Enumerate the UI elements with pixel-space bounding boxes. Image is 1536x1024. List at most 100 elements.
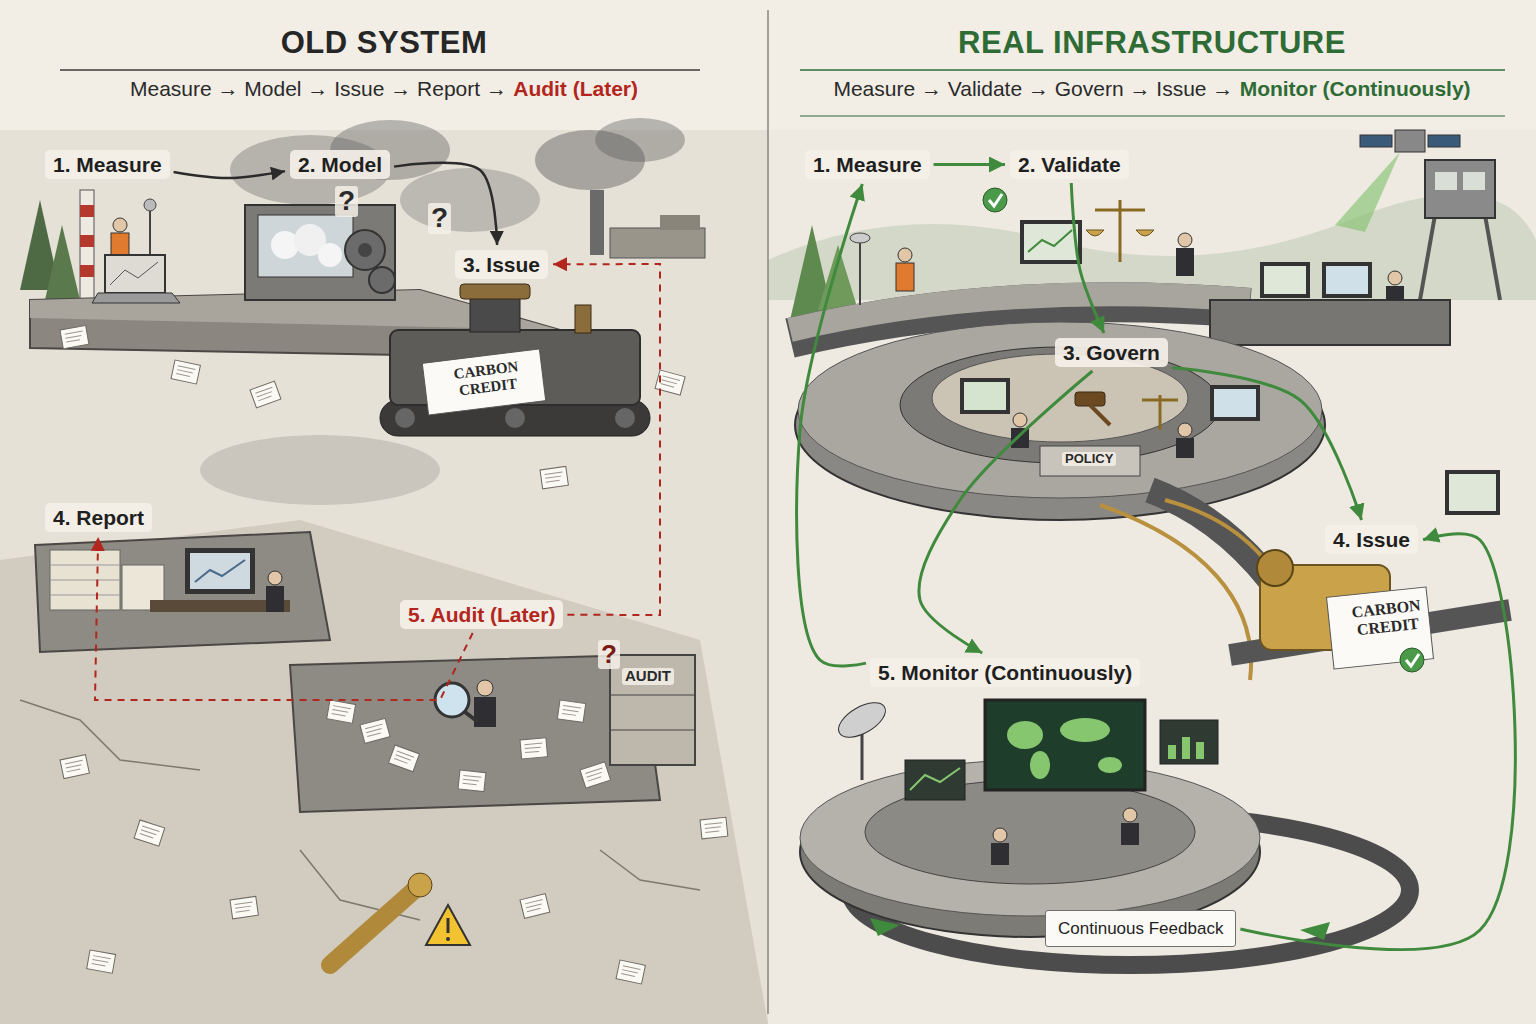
tree bbox=[818, 245, 858, 310]
govern-platform bbox=[795, 322, 1325, 520]
satellite bbox=[1428, 135, 1460, 147]
monitor-console bbox=[1007, 721, 1043, 749]
satellite bbox=[1360, 135, 1392, 147]
flow-final-step: Monitor (Continuously) bbox=[1240, 77, 1471, 100]
govern-platform bbox=[964, 382, 1006, 410]
model-machine bbox=[245, 205, 395, 300]
step-label: 3. Issue bbox=[455, 250, 548, 279]
panel: REAL INFRASTRUCTURE Measure → Validate → … bbox=[768, 0, 1536, 1024]
flow-summary: Measure → Validate → Govern → Issue → Mon… bbox=[833, 76, 1470, 102]
monitor-console bbox=[993, 828, 1007, 842]
issue-machine bbox=[1400, 648, 1424, 672]
monitor-console bbox=[1168, 745, 1176, 759]
watch-tower bbox=[1326, 266, 1368, 294]
model-machine bbox=[345, 230, 385, 270]
scattered-paper bbox=[540, 466, 568, 488]
step-text: 2. Model bbox=[298, 152, 382, 177]
watch-tower bbox=[1322, 262, 1372, 298]
stamp-machine bbox=[470, 298, 520, 332]
validate-station bbox=[1095, 209, 1145, 212]
sensor-worker bbox=[144, 199, 156, 211]
step-label: 2. Model bbox=[290, 150, 390, 179]
scattered-paper bbox=[60, 325, 89, 348]
watch-tower bbox=[1388, 271, 1402, 285]
watch-tower bbox=[1425, 160, 1495, 218]
govern-platform bbox=[798, 322, 1322, 498]
flow-steps: Measure → Validate → Govern → Issue → bbox=[833, 77, 1233, 100]
step-text: 4. Report bbox=[53, 505, 144, 530]
smog-cloud bbox=[400, 168, 540, 232]
issue-machine bbox=[1257, 470, 1500, 672]
scattered-paper bbox=[616, 960, 645, 984]
monitor-console bbox=[1196, 742, 1204, 759]
step-label: 1. Measure bbox=[805, 150, 930, 179]
issue-machine bbox=[1445, 470, 1500, 515]
factory-chimney bbox=[590, 190, 604, 255]
step-label: 4. Issue bbox=[1325, 525, 1418, 554]
step-text: 4. Issue bbox=[1333, 527, 1410, 552]
validate-station bbox=[983, 188, 1007, 212]
flow-arrow bbox=[174, 171, 285, 178]
step-label: 2. Validate bbox=[1010, 150, 1129, 179]
question-mark: ? bbox=[428, 203, 451, 234]
validate-station bbox=[1028, 230, 1072, 252]
laptop bbox=[110, 262, 158, 285]
validate-station bbox=[1086, 230, 1104, 236]
step-text: 3. Issue bbox=[463, 252, 540, 277]
audit-heap bbox=[477, 680, 493, 696]
scattered-paper bbox=[171, 360, 200, 384]
ground-wash bbox=[0, 130, 768, 1024]
step-label: 3. Govern bbox=[1055, 338, 1168, 367]
model-machine bbox=[258, 215, 353, 277]
flow-final-step: Audit (Later) bbox=[513, 77, 638, 100]
scattered-paper bbox=[520, 894, 550, 919]
panel-divider bbox=[60, 10, 1505, 1014]
panel-divider bbox=[800, 69, 1505, 71]
factory-chimney bbox=[80, 265, 94, 277]
govern-platform bbox=[1176, 438, 1194, 458]
scattered-paper bbox=[458, 770, 486, 792]
scattered-paper bbox=[60, 325, 728, 984]
flow-arrow bbox=[1240, 534, 1515, 950]
model-machine bbox=[318, 243, 342, 267]
step-text: 5. Audit (Later) bbox=[408, 602, 555, 627]
monitor-console bbox=[1160, 720, 1218, 764]
govern-platform bbox=[1040, 446, 1140, 476]
audit-heap bbox=[290, 655, 660, 812]
report-desk bbox=[185, 548, 255, 594]
stamp-machine bbox=[615, 408, 635, 428]
issue-machine bbox=[1257, 550, 1293, 586]
validate-station bbox=[1176, 248, 1194, 276]
measure-platform bbox=[896, 263, 914, 291]
validate-station bbox=[989, 194, 1002, 206]
factory-chimney bbox=[610, 228, 705, 258]
validate-station bbox=[1024, 224, 1078, 260]
measure-platform bbox=[859, 240, 861, 305]
scattered-paper bbox=[557, 700, 585, 722]
stamp-machine bbox=[505, 408, 525, 428]
scattered-paper bbox=[134, 820, 165, 846]
leaking-pipe bbox=[426, 905, 470, 945]
panel-heading: OLD SYSTEM bbox=[281, 24, 488, 62]
stamp-machine bbox=[460, 284, 530, 299]
cabinet-label: AUDIT bbox=[622, 668, 674, 685]
leaking-pipe bbox=[408, 873, 432, 897]
step-text: 2. Validate bbox=[1018, 152, 1121, 177]
flow-arrow bbox=[919, 371, 1093, 653]
sensor-worker bbox=[113, 218, 127, 232]
panel-divider bbox=[60, 69, 700, 71]
panel: OLD SYSTEMMeasure → Model → Issue → Repo… bbox=[0, 0, 768, 1024]
step-text: Continuous Feedback bbox=[1058, 916, 1223, 941]
factory-chimney bbox=[80, 235, 94, 247]
conveyor-rail bbox=[1100, 490, 1510, 680]
connector-group bbox=[95, 163, 1515, 950]
panel-heading: REAL INFRASTRUCTURE bbox=[958, 24, 1346, 62]
audit-heap bbox=[465, 712, 478, 722]
dashed-audit-arrow bbox=[553, 264, 660, 615]
report-desk bbox=[35, 532, 330, 652]
step-text: 5. Monitor (Continuously) bbox=[878, 660, 1132, 685]
govern-platform bbox=[1075, 392, 1105, 406]
issue-machine bbox=[1449, 474, 1496, 511]
validate-station bbox=[983, 188, 1194, 276]
